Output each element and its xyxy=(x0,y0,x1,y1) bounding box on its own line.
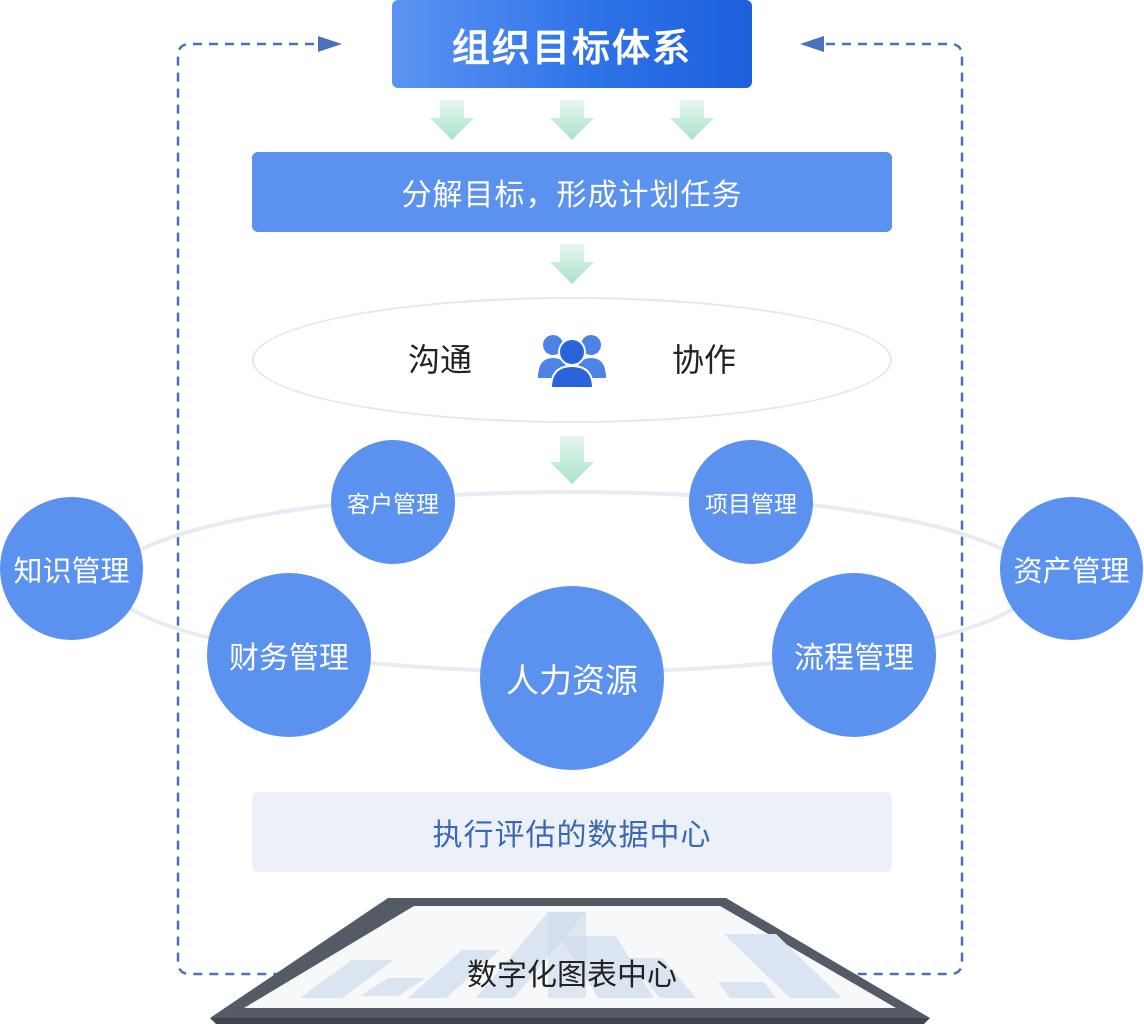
org-goal-system-title: 组织目标体系 xyxy=(392,0,752,88)
data-center-panel: 执行评估的数据中心 xyxy=(252,792,892,872)
module-project: 项目管理 xyxy=(689,440,813,564)
loop-arrowhead-left-icon xyxy=(318,36,342,52)
tablet-chart-icon xyxy=(210,898,930,1024)
decompose-goal-step: 分解目标，形成计划任务 xyxy=(252,152,892,232)
communication-label: 沟通 xyxy=(408,341,473,379)
collab-ellipse xyxy=(252,297,892,423)
module-knowledge: 知识管理 xyxy=(0,497,143,640)
feedback-loop xyxy=(176,42,964,976)
module-hr: 人力资源 xyxy=(480,586,664,770)
collaboration-label: 协作 xyxy=(672,341,737,379)
chart-center-label: 数字化图表中心 xyxy=(467,958,677,993)
module-customer: 客户管理 xyxy=(331,440,455,564)
loop-arrowhead-right-icon xyxy=(800,36,824,52)
module-process: 流程管理 xyxy=(772,573,936,737)
down-arrow-icon xyxy=(430,100,714,484)
module-finance: 财务管理 xyxy=(207,573,371,737)
module-asset: 资产管理 xyxy=(1000,497,1143,640)
